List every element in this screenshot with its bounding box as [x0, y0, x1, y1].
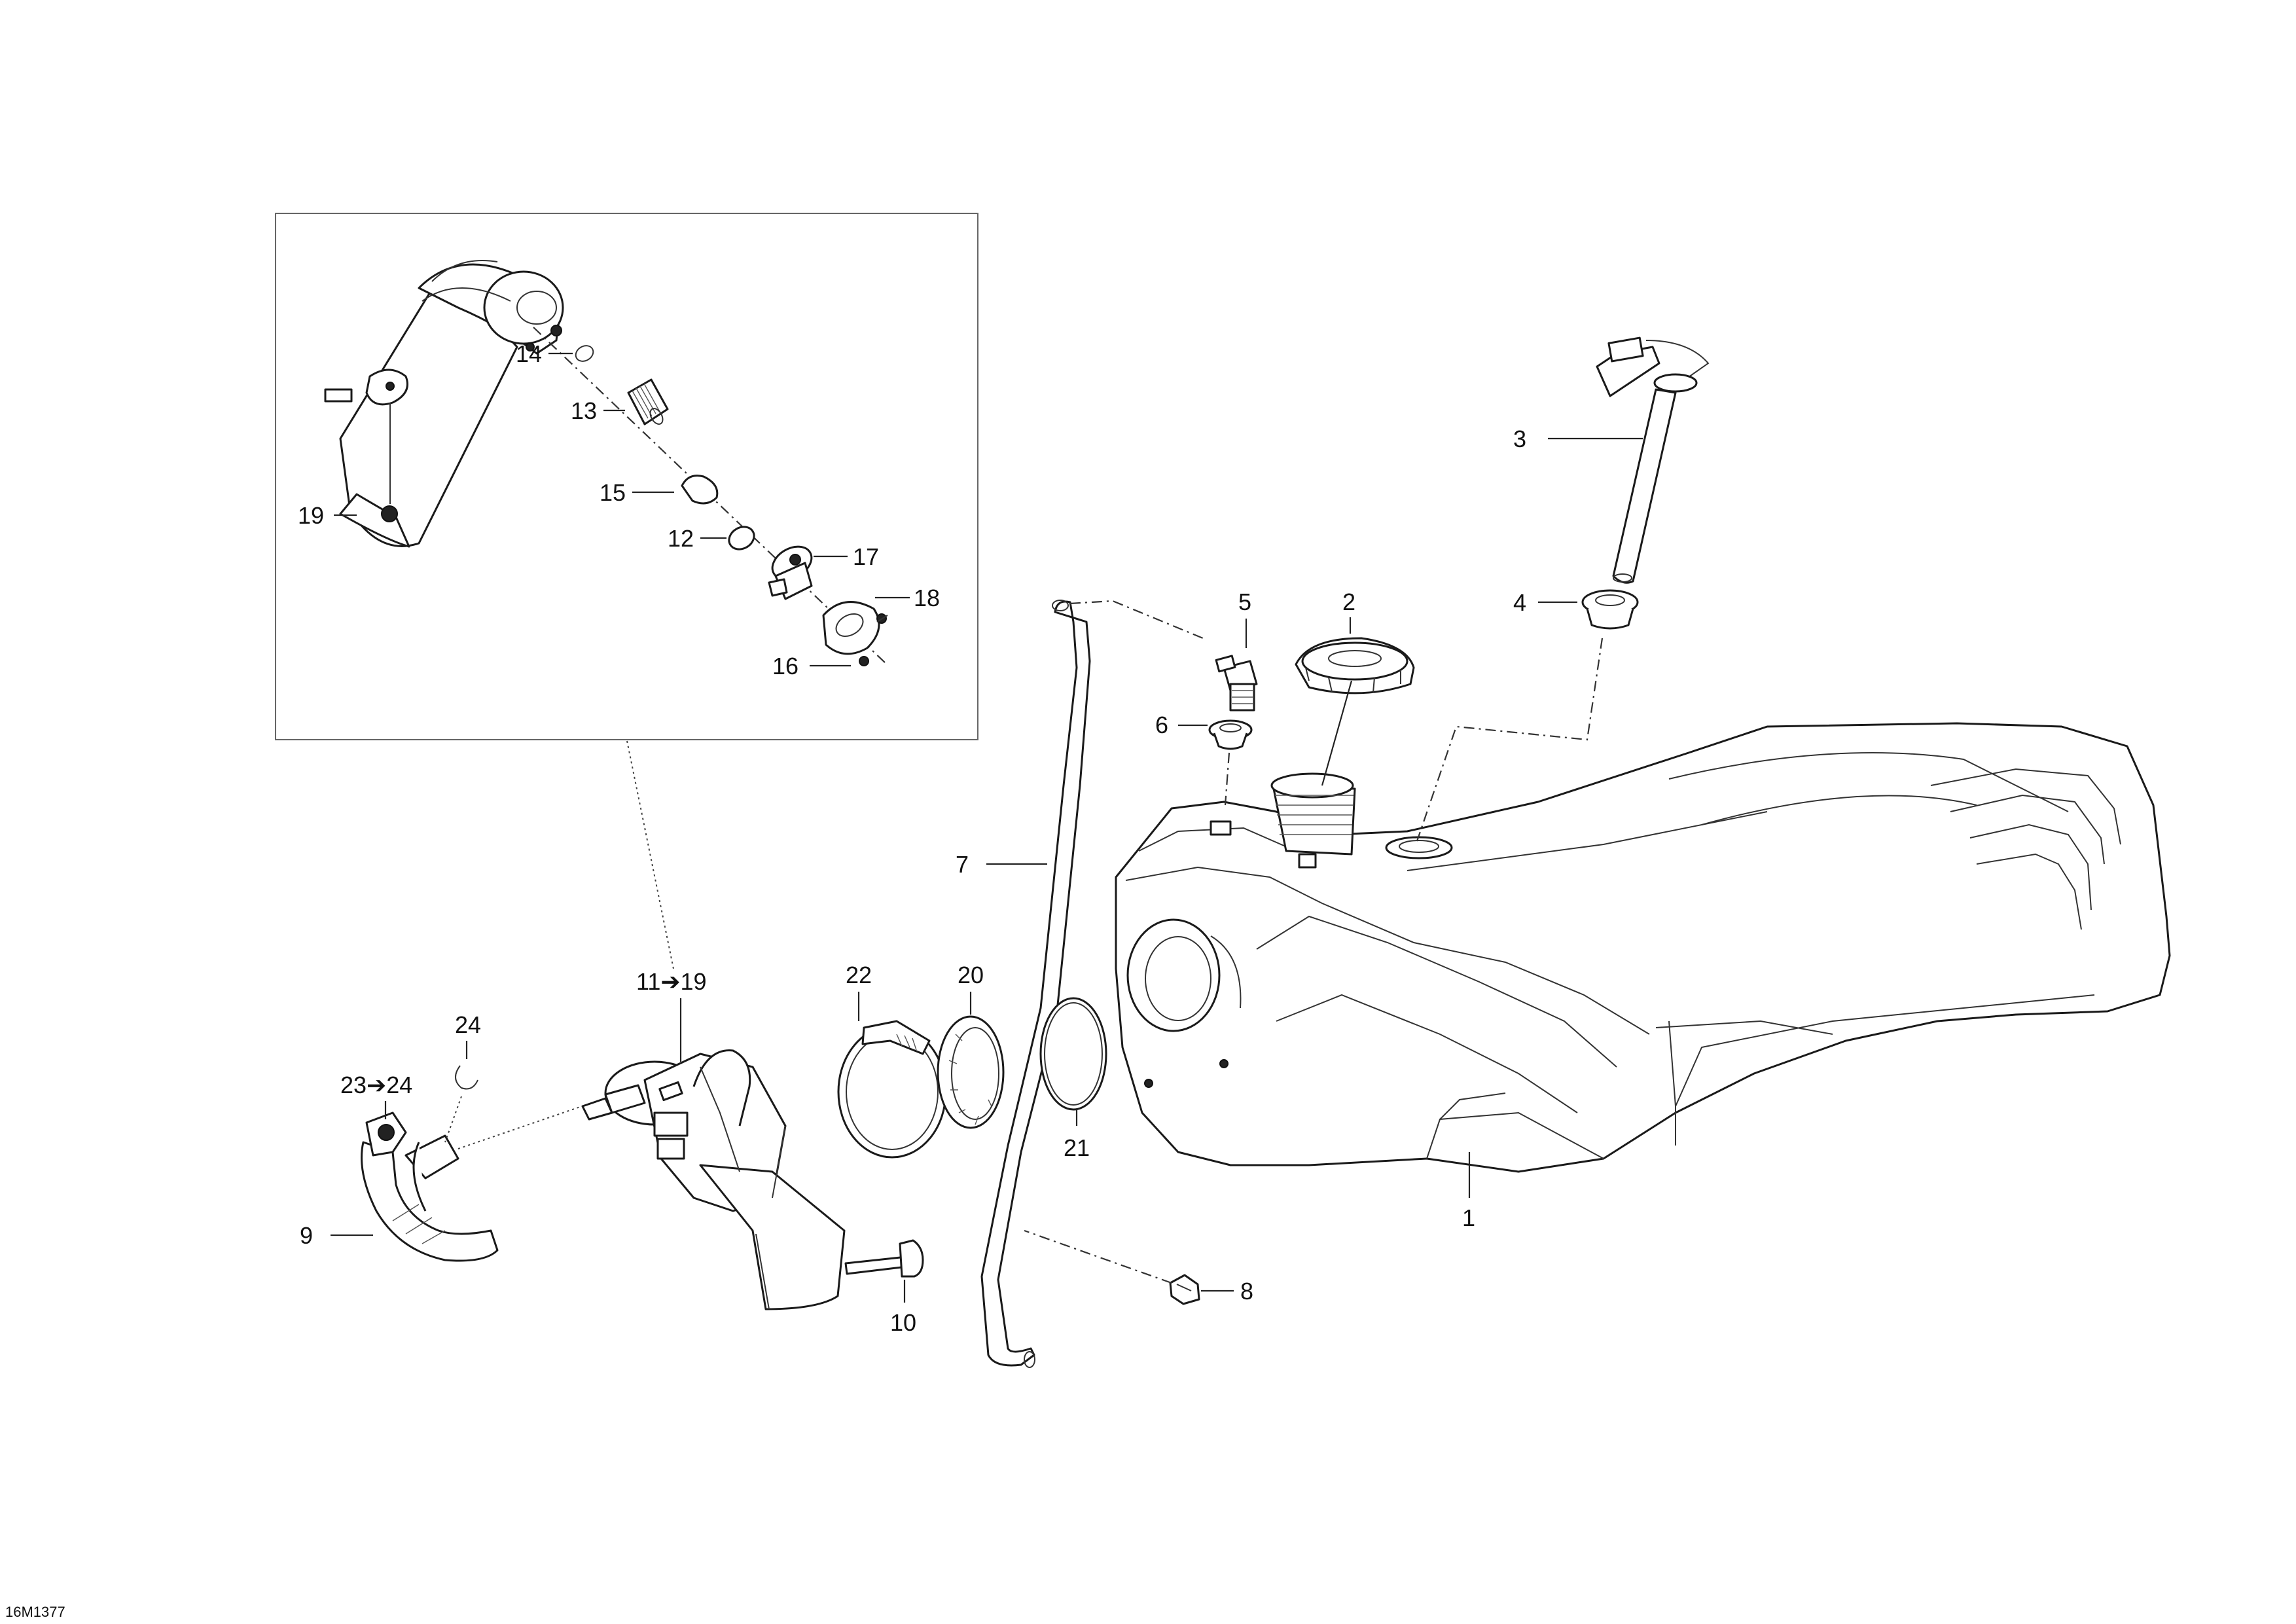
- part-11-fuel-pump-module: 11➔19: [581, 968, 846, 1310]
- part-17-regulator: [768, 545, 813, 600]
- callout-19: 19: [298, 502, 324, 529]
- callout-2: 2: [1342, 588, 1355, 615]
- callout-15: 15: [600, 479, 626, 506]
- part-7-vent-hose: 7: [956, 600, 1204, 1368]
- callout-21: 21: [1064, 1134, 1090, 1161]
- part-24-retainer: 24: [444, 1011, 586, 1149]
- callout-11: 11➔19: [636, 968, 707, 995]
- callout-9: 9: [300, 1222, 313, 1249]
- callout-16: 16: [772, 653, 798, 679]
- part-9-fuel-hose: 9: [300, 1111, 499, 1262]
- inset-part-19-clip: [339, 493, 410, 548]
- part-15-seal: [681, 475, 719, 505]
- part-12-o-ring: [728, 526, 755, 550]
- part-4-grommet: 4: [1416, 589, 1639, 842]
- callout-4: 4: [1513, 589, 1526, 616]
- callout-8: 8: [1240, 1278, 1253, 1305]
- callout-17: 17: [853, 543, 879, 570]
- inset-pump-module: [324, 260, 564, 548]
- callout-6: 6: [1155, 712, 1168, 738]
- callout-23: 23➔24: [340, 1072, 412, 1098]
- callout-14: 14: [516, 340, 542, 367]
- part-23-connector: 23➔24: [340, 1072, 412, 1119]
- diagram-reference-code: 16M1377: [5, 1604, 65, 1620]
- part-2-filler-cap: 2: [1295, 588, 1415, 786]
- part-6-grommet: 6: [1155, 712, 1253, 806]
- callout-12: 12: [668, 525, 694, 552]
- callout-18: 18: [914, 585, 940, 611]
- callout-3: 3: [1513, 425, 1526, 452]
- part-16-screws: [859, 613, 888, 666]
- callout-10: 10: [890, 1309, 916, 1336]
- callout-22: 22: [846, 962, 872, 988]
- part-21-o-ring: 21: [1039, 997, 1107, 1161]
- part-18-bracket: [822, 601, 880, 655]
- pump-detail-inset: 14 13 15 12 17 18 16 19: [275, 213, 978, 969]
- part-3-level-sender: 3: [1513, 336, 1710, 584]
- part-10-bolt: 10: [844, 1239, 924, 1336]
- callout-20: 20: [958, 962, 984, 988]
- callout-24: 24: [455, 1011, 481, 1038]
- part-5-valve: 5: [1215, 588, 1258, 712]
- part-14-o-ring: [575, 345, 594, 362]
- part-20-lock-ring: 20: [937, 962, 1005, 1129]
- callout-5: 5: [1238, 588, 1251, 615]
- part-1-fuel-tank: 1: [1115, 722, 2171, 1231]
- callout-7: 7: [956, 851, 969, 878]
- callout-13: 13: [571, 397, 597, 424]
- part-8-clip: 8: [1024, 1229, 1253, 1305]
- part-13-filter: [627, 378, 669, 425]
- part-22-clamp: 22: [837, 962, 947, 1159]
- callout-1: 1: [1462, 1204, 1475, 1231]
